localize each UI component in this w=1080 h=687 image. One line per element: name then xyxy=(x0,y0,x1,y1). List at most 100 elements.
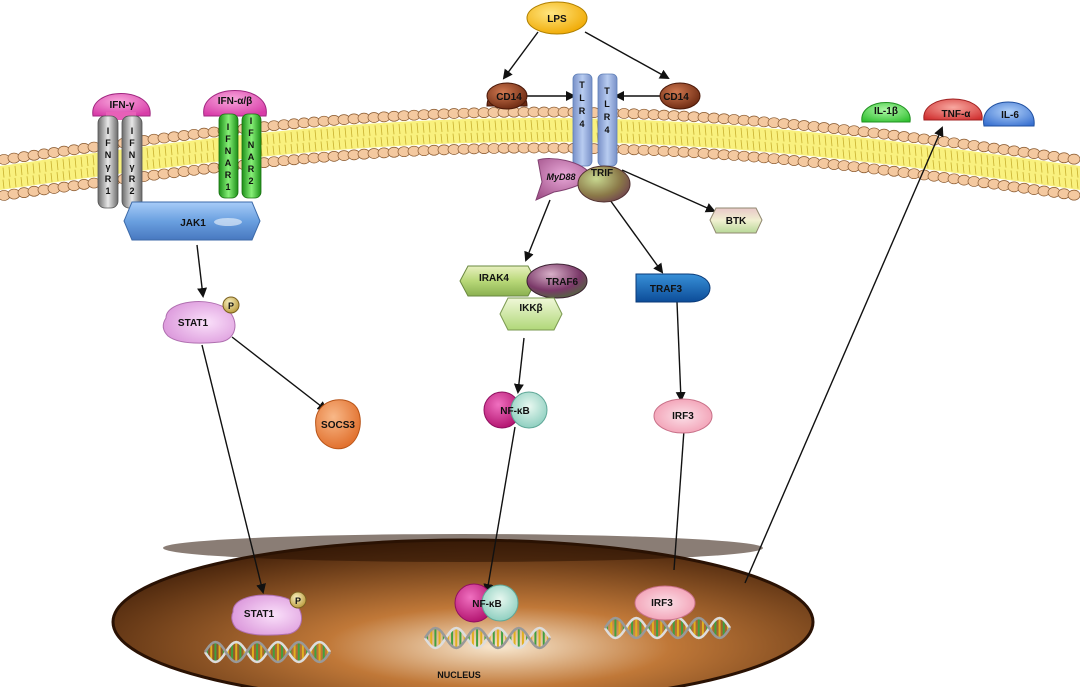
ifngr1-text-char: F xyxy=(105,138,111,148)
tnfa-node: TNF-α xyxy=(923,98,983,121)
nucleus-stat1-phospho: P xyxy=(289,591,307,609)
nucleus-irf3-node: IRF3 xyxy=(634,585,696,621)
ifngr2-text-char: N xyxy=(129,150,136,160)
stat1-label: STAT1 xyxy=(178,318,209,329)
btk-node: BTK xyxy=(709,207,763,234)
tlr4b-text-char: L xyxy=(604,99,610,109)
irf3-node: IRF3 xyxy=(653,398,713,434)
tnfa-label: TNF-α xyxy=(942,109,972,120)
il1b-node: IL-1β xyxy=(861,102,911,123)
nucleus-phospho-label: P xyxy=(295,596,301,606)
nucleus-nfkb-label: NF-κB xyxy=(472,599,501,610)
il6-label: IL-6 xyxy=(1001,110,1019,121)
cd14-right-label: CD14 xyxy=(663,92,689,103)
irak4-node: IRAK4 xyxy=(459,265,537,297)
ifngr2-text-char: 2 xyxy=(129,186,134,196)
il1b-label: IL-1β xyxy=(874,106,898,117)
ifnar1-text-char: A xyxy=(225,158,232,168)
cell-membrane xyxy=(0,106,1080,201)
socs3-node: SOCS3 xyxy=(315,399,361,450)
trif-label: TRIF xyxy=(591,168,613,179)
tlr4b-text-char: 4 xyxy=(604,125,609,135)
stat1-node: STAT1 xyxy=(162,301,236,344)
arrow-trif-traf3 xyxy=(609,199,664,274)
lps-label: LPS xyxy=(547,14,567,25)
jak1-label: JAK1 xyxy=(180,218,206,229)
ifn-gamma-node: IFN-γ xyxy=(92,93,151,120)
dna-helices xyxy=(203,616,732,664)
traf6-node: TRAF6 xyxy=(526,263,588,299)
irak4-label: IRAK4 xyxy=(479,273,509,284)
arrow-lps-cd14-left xyxy=(502,31,539,80)
ifngr2-text-char: F xyxy=(129,138,135,148)
nfkb-label: NF-κB xyxy=(500,406,529,417)
ifngr1-text-char: I xyxy=(107,126,110,136)
arrow-trif-btk xyxy=(621,169,716,213)
ifnar1-text-char: F xyxy=(225,134,231,144)
tlr4b-text-char: T xyxy=(604,86,610,96)
ifn-alpha-beta-label: IFN-α/β xyxy=(218,96,252,107)
tlr4a-text-char: 4 xyxy=(579,119,584,129)
arrow-traf3-irf3 xyxy=(675,301,686,402)
ifngr2-text-char: R xyxy=(129,174,136,184)
irf3-label: IRF3 xyxy=(672,411,694,422)
arrow-stat1-socs3 xyxy=(231,336,328,412)
nucleus-irf3-label: IRF3 xyxy=(651,598,673,609)
traf3-node: TRAF3 xyxy=(635,273,711,303)
ifnar2-text-char: I xyxy=(250,116,253,126)
trif-node: TRIF xyxy=(577,165,631,203)
ifngr1-text-char: R xyxy=(105,174,112,184)
arrow-myd88-traf6 xyxy=(524,199,551,262)
ifnar2-text-char: F xyxy=(248,128,254,138)
ifnar2-text-char: N xyxy=(248,140,255,150)
tlr4a-text-char: L xyxy=(579,93,585,103)
tlr4b-text-char: R xyxy=(604,112,611,122)
ikkb-label: IKKβ xyxy=(519,303,542,314)
tlr4-label-b: TLR 4 xyxy=(604,86,611,135)
tlr4a-text-char: T xyxy=(579,80,585,90)
ifnar2-text-char: R xyxy=(248,164,255,174)
ikkb-node: IKKβ xyxy=(499,297,563,331)
il6-node: IL-6 xyxy=(983,101,1035,127)
cd14-left-node: CD14 xyxy=(486,82,528,110)
ifngr2-text-char: I xyxy=(131,126,134,136)
traf6-label: TRAF6 xyxy=(546,277,579,288)
nfkb-node: NF-κB xyxy=(483,391,548,429)
ifnar2-text-char: A xyxy=(248,152,255,162)
lps-node: LPS xyxy=(526,1,588,35)
pathway-arrows xyxy=(196,31,944,594)
arrow-ikkb-nfkb xyxy=(513,337,525,394)
arrow-stat1-nucleus xyxy=(201,344,266,594)
cd14-right-node: CD14 xyxy=(659,82,701,110)
nucleus-label: NUCLEUS xyxy=(437,670,481,680)
nucleus-stat1-node: STAT1 xyxy=(231,594,303,636)
ifnar1-text-char: I xyxy=(227,122,230,132)
btk-label: BTK xyxy=(726,216,747,227)
arrow-nucleus-tnfa xyxy=(744,126,944,584)
stat1-phospho-label: P xyxy=(228,301,234,311)
tlr4-label-a: TLR 4 xyxy=(579,80,586,129)
ifn-alpha-beta-node: IFN-α/β xyxy=(203,90,267,117)
jak1-node: JAK1 xyxy=(123,201,261,241)
tlr4a-text-char: R xyxy=(579,106,586,116)
traf3-label: TRAF3 xyxy=(650,284,683,295)
ifn-gamma-label: IFN-γ xyxy=(110,100,135,111)
nucleus-nfkb-node: NF-κB xyxy=(454,583,519,623)
ifngr1-text-char: 1 xyxy=(105,186,110,196)
ifnar1-text-char: N xyxy=(225,146,232,156)
arrow-lps-cd14-right xyxy=(584,31,670,79)
arrow-nfkb-nucleus xyxy=(483,426,516,594)
ifngr1-text-char: N xyxy=(105,150,112,160)
ifnar1-text-char: R xyxy=(225,170,232,180)
socs3-label: SOCS3 xyxy=(321,420,355,431)
stat1-phospho: P xyxy=(222,296,240,314)
ifnar2-text-char: 2 xyxy=(248,176,253,186)
ifngr2-text-char: γ xyxy=(129,162,134,172)
cd14-left-label: CD14 xyxy=(496,92,522,103)
